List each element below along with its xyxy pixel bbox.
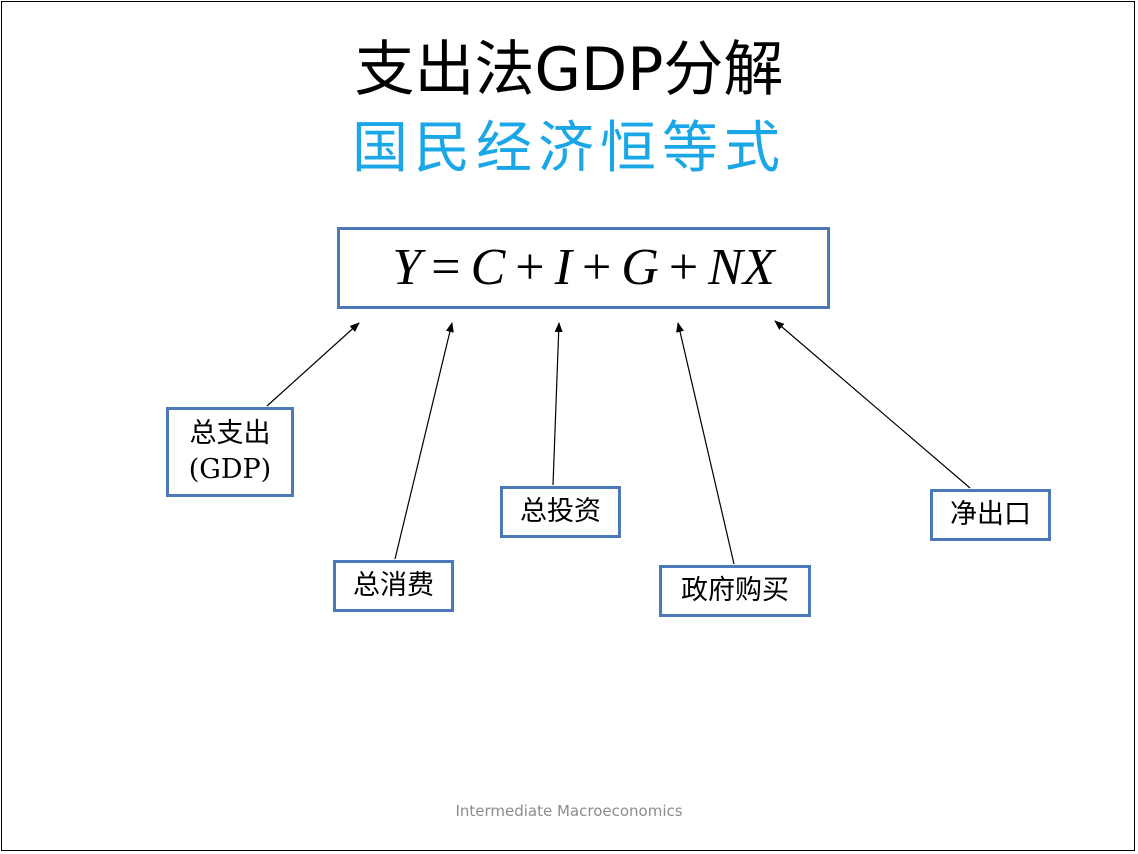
total-expenditure-box: 总支出 (GDP) xyxy=(166,407,294,497)
equation-plus: + xyxy=(515,239,545,296)
gdp-identity-equation: Y=C+I+G+NX xyxy=(392,238,774,298)
slide-title: 支出法GDP分解 xyxy=(354,35,784,105)
slide-footer: Intermediate Macroeconomics xyxy=(455,802,683,820)
slide-subtitle: 国民经济恒等式 xyxy=(352,116,786,181)
net-exports-label: 净出口 xyxy=(950,499,1031,530)
equation-plus: + xyxy=(668,239,699,296)
consumption-label: 总消费 xyxy=(353,570,434,601)
equation-box: Y=C+I+G+NX xyxy=(337,227,830,309)
gdp-label: (GDP) xyxy=(188,454,272,485)
equation-term-c: C xyxy=(470,239,506,296)
net-exports-box: 净出口 xyxy=(930,489,1051,541)
consumption-box: 总消费 xyxy=(333,560,454,612)
equation-term-nx: NX xyxy=(708,239,775,296)
government-purchases-label: 政府购买 xyxy=(681,575,789,606)
equation-term-g: G xyxy=(621,239,659,296)
total-expenditure-label: 总支出 xyxy=(189,418,271,449)
arrow-investment-to-i xyxy=(552,322,563,486)
arrow-gdp-to-y xyxy=(266,322,360,407)
investment-box: 总投资 xyxy=(500,486,621,538)
equation-term-i: I xyxy=(554,239,572,296)
investment-label: 总投资 xyxy=(520,496,601,527)
arrow-consumption-to-c xyxy=(394,322,454,560)
arrow-government-to-g xyxy=(676,322,735,565)
equation-equals: = xyxy=(431,239,461,296)
arrow-netexports-to-nx xyxy=(774,320,971,489)
equation-plus: + xyxy=(581,239,612,296)
government-purchases-box: 政府购买 xyxy=(659,565,811,617)
equation-term-y: Y xyxy=(392,239,422,296)
